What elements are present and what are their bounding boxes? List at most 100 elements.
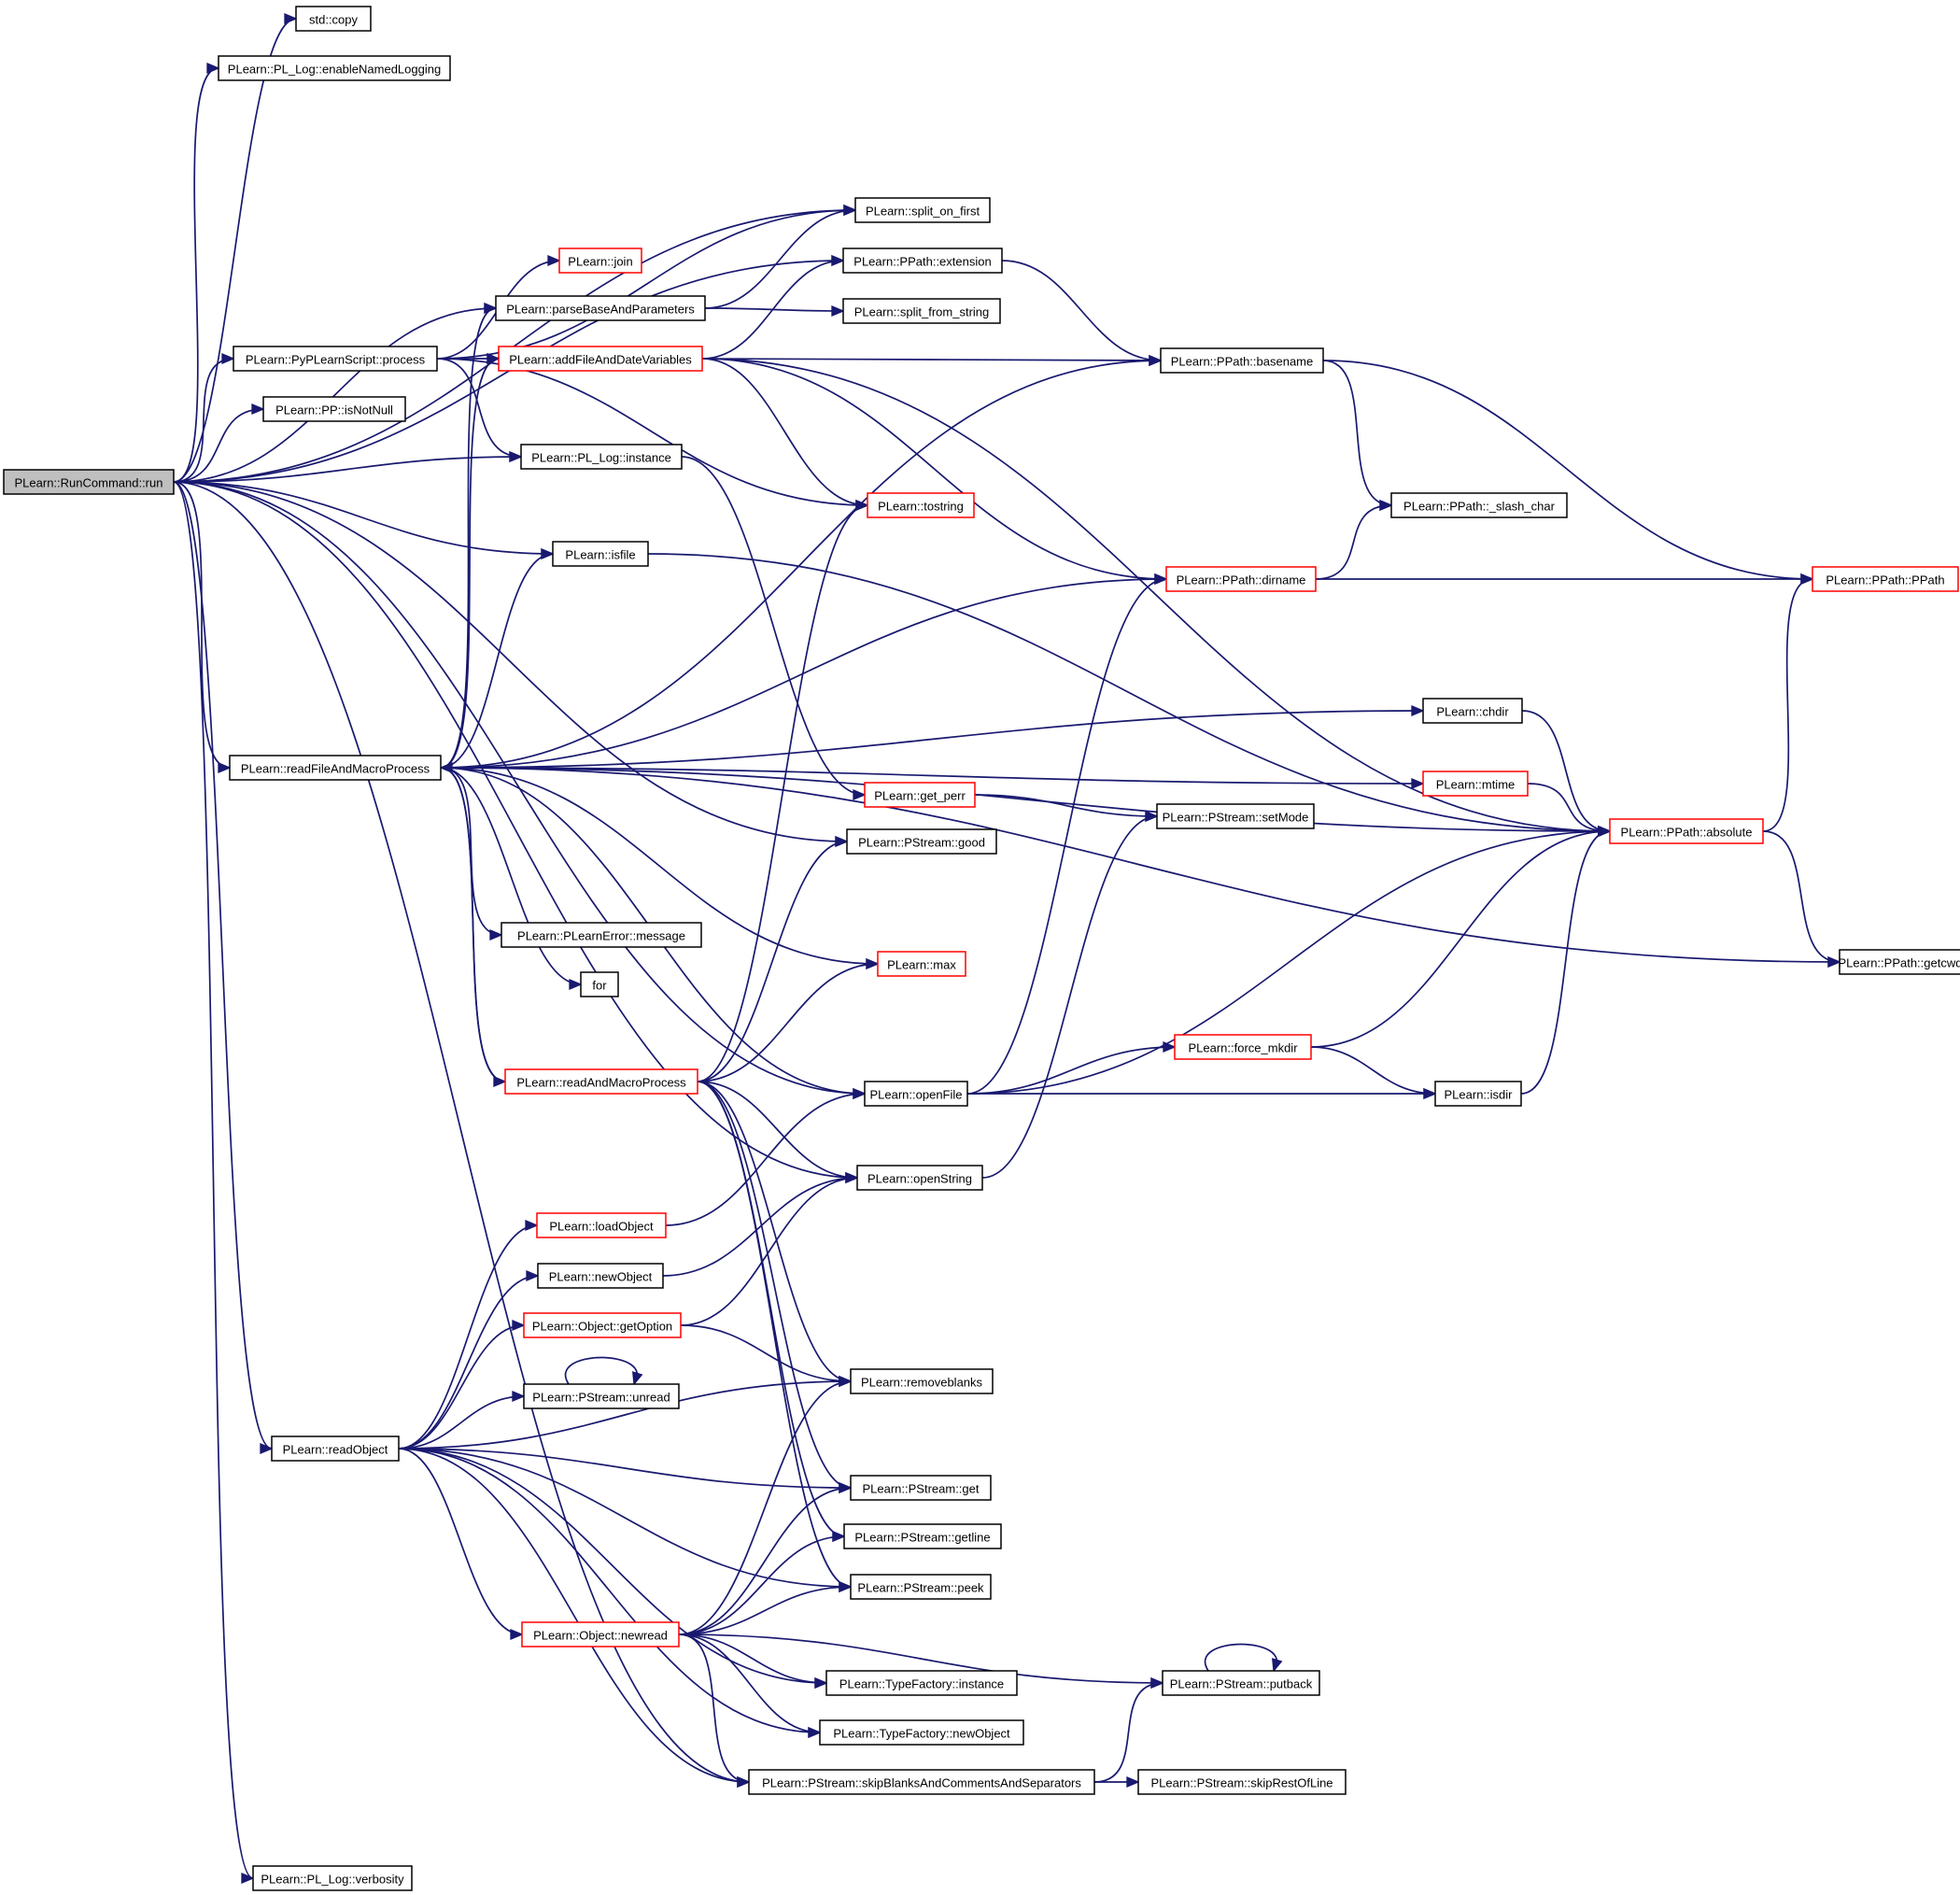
node-good[interactable]: PLearn::PStream::good <box>846 828 997 855</box>
edge-process-to-pl_instance <box>436 358 522 458</box>
edge-readFileAndMacroProcess-to-parseBaseAndParameters <box>440 307 497 769</box>
node-mtime[interactable]: PLearn::mtime <box>1422 771 1529 797</box>
node-box <box>537 1263 664 1289</box>
node-newread[interactable]: PLearn::Object::newread <box>521 1621 680 1648</box>
node-putback[interactable]: PLearn::PStream::putback <box>1162 1670 1320 1696</box>
node-process[interactable]: PLearn::PyPLearnScript::process <box>233 346 438 372</box>
edge-run-to-process <box>173 358 234 483</box>
node-run[interactable]: PLearn::RunCommand::run <box>3 469 175 495</box>
node-tf_newObject[interactable]: PLearn::TypeFactory::newObject <box>819 1719 1024 1746</box>
edge-readAndMacroProcess-to-tostring-arrowhead <box>855 500 869 511</box>
edge-readAndMacroProcess-to-max <box>697 963 879 1082</box>
node-isfile[interactable]: PLearn::isfile <box>552 541 649 567</box>
edge-run-to-isNotNull <box>173 408 264 483</box>
node-label: PLearn::loadObject <box>549 1220 654 1234</box>
edge-openString-to-setMode <box>981 815 1158 1179</box>
edge-run-to-copy <box>173 18 297 483</box>
edge-run-to-process-arrowhead <box>221 353 235 364</box>
node-box <box>1609 818 1764 844</box>
node-label: PLearn::addFileAndDateVariables <box>509 353 692 367</box>
node-label: PLearn::openString <box>867 1172 972 1186</box>
edge-readObject-to-skipBlanks <box>398 1448 750 1783</box>
node-verbosity[interactable]: PLearn::PL_Log::verbosity <box>252 1865 413 1891</box>
node-label: PLearn::PL_Log::instance <box>531 451 671 465</box>
node-label: PLearn::PStream::get <box>862 1482 979 1496</box>
node-openFile[interactable]: PLearn::openFile <box>864 1081 968 1107</box>
node-enableNamedLogging[interactable]: PLearn::PL_Log::enableNamedLogging <box>218 55 451 81</box>
node-max[interactable]: PLearn::max <box>877 951 966 977</box>
edge-run-to-enableNamedLogging <box>173 67 219 483</box>
node-box <box>271 1435 400 1462</box>
node-peek[interactable]: PLearn::PStream::peek <box>850 1574 992 1600</box>
node-isdir[interactable]: PLearn::isdir <box>1434 1081 1522 1107</box>
edge-readObject-to-getOption <box>398 1324 525 1450</box>
edge-run-to-readObject-arrowhead <box>260 1443 274 1454</box>
node-copy[interactable]: std::copy <box>295 6 372 32</box>
node-readAndMacroProcess[interactable]: PLearn::readAndMacroProcess <box>504 1068 698 1095</box>
node-box <box>850 1475 992 1501</box>
node-isNotNull[interactable]: PLearn::PP::isNotNull <box>262 396 406 422</box>
edge-readFileAndMacroProcess-to-basename-arrowhead <box>1149 355 1163 366</box>
edge-readAndMacroProcess-to-getline <box>697 1081 845 1537</box>
edge-readFileAndMacroProcess-to-message <box>440 767 502 936</box>
node-getOption[interactable]: PLearn::Object::getOption <box>523 1312 682 1338</box>
edge-newread-to-putback <box>678 1633 1163 1684</box>
node-for[interactable]: for <box>580 971 619 997</box>
node-box <box>819 1719 1024 1746</box>
node-chdir[interactable]: PLearn::chdir <box>1422 698 1523 724</box>
node-openString[interactable]: PLearn::openString <box>856 1165 983 1191</box>
node-skipBlanks[interactable]: PLearn::PStream::skipBlanksAndCommentsAn… <box>748 1769 1095 1795</box>
node-readObject[interactable]: PLearn::readObject <box>271 1435 400 1462</box>
edge-readFileAndMacroProcess-to-chdir-arrowhead <box>1411 705 1425 716</box>
node-join[interactable]: PLearn::join <box>558 247 642 274</box>
node-force_mkdir[interactable]: PLearn::force_mkdir <box>1174 1034 1312 1060</box>
edge-readObject-to-newObject-arrowhead <box>526 1270 540 1281</box>
edge-readAndMacroProcess-to-readFileAndMacroProcess-arrowhead <box>439 762 453 773</box>
edge-newread-to-get <box>678 1487 852 1635</box>
node-ppath[interactable]: PLearn::PPath::PPath <box>1812 566 1959 592</box>
node-unread[interactable]: PLearn::PStream::unread <box>523 1383 680 1409</box>
node-dirname[interactable]: PLearn::PPath::dirname <box>1165 566 1317 592</box>
node-slash_char[interactable]: PLearn::PPath::_slash_char <box>1390 492 1568 518</box>
node-split_from_string[interactable]: PLearn::split_from_string <box>842 298 1001 324</box>
node-loadObject[interactable]: PLearn::loadObject <box>536 1212 667 1238</box>
node-getline[interactable]: PLearn::PStream::getline <box>843 1523 1002 1549</box>
node-box <box>536 1212 667 1238</box>
node-label: PLearn::RunCommand::run <box>15 476 163 490</box>
node-box <box>1137 1769 1347 1795</box>
node-get[interactable]: PLearn::PStream::get <box>850 1475 992 1501</box>
node-addFileAndDateVariables[interactable]: PLearn::addFileAndDateVariables <box>498 346 703 372</box>
node-split_on_first[interactable]: PLearn::split_on_first <box>854 197 991 223</box>
node-get_perr[interactable]: PLearn::get_perr <box>864 782 976 808</box>
node-box <box>825 1670 1018 1696</box>
node-pl_instance[interactable]: PLearn::PL_Log::instance <box>520 444 683 470</box>
node-label: PLearn::get_perr <box>874 789 966 803</box>
node-setMode[interactable]: PLearn::PStream::setMode <box>1156 803 1315 829</box>
node-label: PLearn::isfile <box>565 548 635 562</box>
node-extension[interactable]: PLearn::PPath::extension <box>842 247 1003 274</box>
node-absolute[interactable]: PLearn::PPath::absolute <box>1609 818 1764 844</box>
node-skipRestOfLine[interactable]: PLearn::PStream::skipRestOfLine <box>1137 1769 1347 1795</box>
node-removeblanks[interactable]: PLearn::removeblanks <box>850 1368 994 1394</box>
node-parseBaseAndParameters[interactable]: PLearn::parseBaseAndParameters <box>495 295 706 321</box>
edge-openString-to-setMode-arrowhead <box>1145 811 1159 822</box>
node-box <box>850 1368 994 1394</box>
node-box <box>1156 803 1315 829</box>
edge-force_mkdir-to-absolute <box>1310 830 1611 1048</box>
node-label: PLearn::PP::isNotNull <box>275 403 393 417</box>
edge-getOption-to-openString <box>680 1177 858 1326</box>
node-getcwd[interactable]: PLearn::PPath::getcwd <box>1839 949 1960 975</box>
node-label: PLearn::PPath::extension <box>853 255 991 269</box>
node-newObject[interactable]: PLearn::newObject <box>537 1263 664 1289</box>
node-message[interactable]: PLearn::PLearnError::message <box>501 922 702 948</box>
node-label: PLearn::PStream::skipRestOfLine <box>1150 1776 1333 1790</box>
node-box <box>856 1165 983 1191</box>
node-readFileAndMacroProcess[interactable]: PLearn::readFileAndMacroProcess <box>229 755 442 781</box>
node-tf_instance[interactable]: PLearn::TypeFactory::instance <box>825 1670 1018 1696</box>
node-label: PLearn::PL_Log::verbosity <box>261 1873 404 1887</box>
node-tostring[interactable]: PLearn::tostring <box>867 492 975 518</box>
node-box <box>295 6 372 32</box>
node-box <box>846 828 997 855</box>
node-basename[interactable]: PLearn::PPath::basename <box>1160 347 1324 374</box>
edge-pl_instance-to-get_perr <box>681 456 866 796</box>
